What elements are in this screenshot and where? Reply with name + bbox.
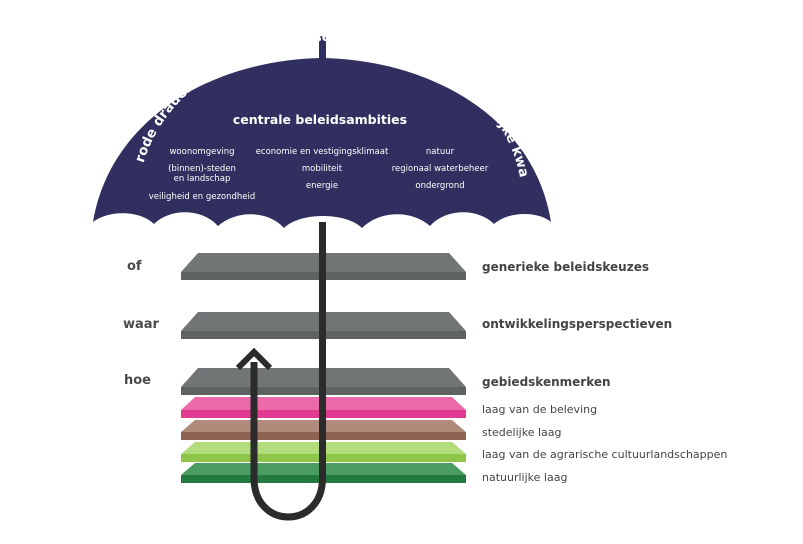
ambition-binnensteden: (binnen)-steden [168, 164, 236, 174]
ambition-regionaal-waterbeheer: regionaal waterbeheer [392, 164, 489, 174]
arrow-up-icon [235, 347, 273, 371]
ambition-mobiliteit: mobiliteit [302, 164, 343, 174]
ambition-energie: energie [306, 181, 338, 191]
label-natuurlijk: natuurlijke laag [482, 471, 567, 484]
label-gebiedskenmerken: gebiedskenmerken [482, 375, 611, 389]
umbrella-handle-hook [250, 362, 326, 521]
canopy-heading: centrale beleidsambities [233, 112, 407, 127]
label-of: of [127, 259, 142, 274]
label-beleving: laag van de beleving [482, 403, 597, 416]
label-ontwikkelingsperspectieven: ontwikkelingsperspectieven [482, 317, 672, 331]
umbrella-canopy [93, 58, 551, 228]
ambition-veiligheid: veiligheid en gezondheid [149, 192, 256, 202]
ambition-natuur: natuur [426, 147, 455, 157]
label-hoe: hoe [124, 373, 151, 388]
ambition-economie: economie en vestigingsklimaat [256, 147, 389, 157]
label-agrarisch: laag van de agrarische cultuurlandschapp… [482, 448, 727, 461]
ambition-woonomgeving: woonomgeving [169, 147, 234, 157]
ambition-ondergrond: ondergrond [415, 181, 464, 191]
ambition-en-landschap: en landschap [174, 174, 231, 184]
label-stedelijk: stedelijke laag [482, 426, 562, 439]
label-waar: waar [123, 317, 160, 332]
label-generieke-beleidskeuzes: generieke beleidskeuzes [482, 260, 649, 274]
